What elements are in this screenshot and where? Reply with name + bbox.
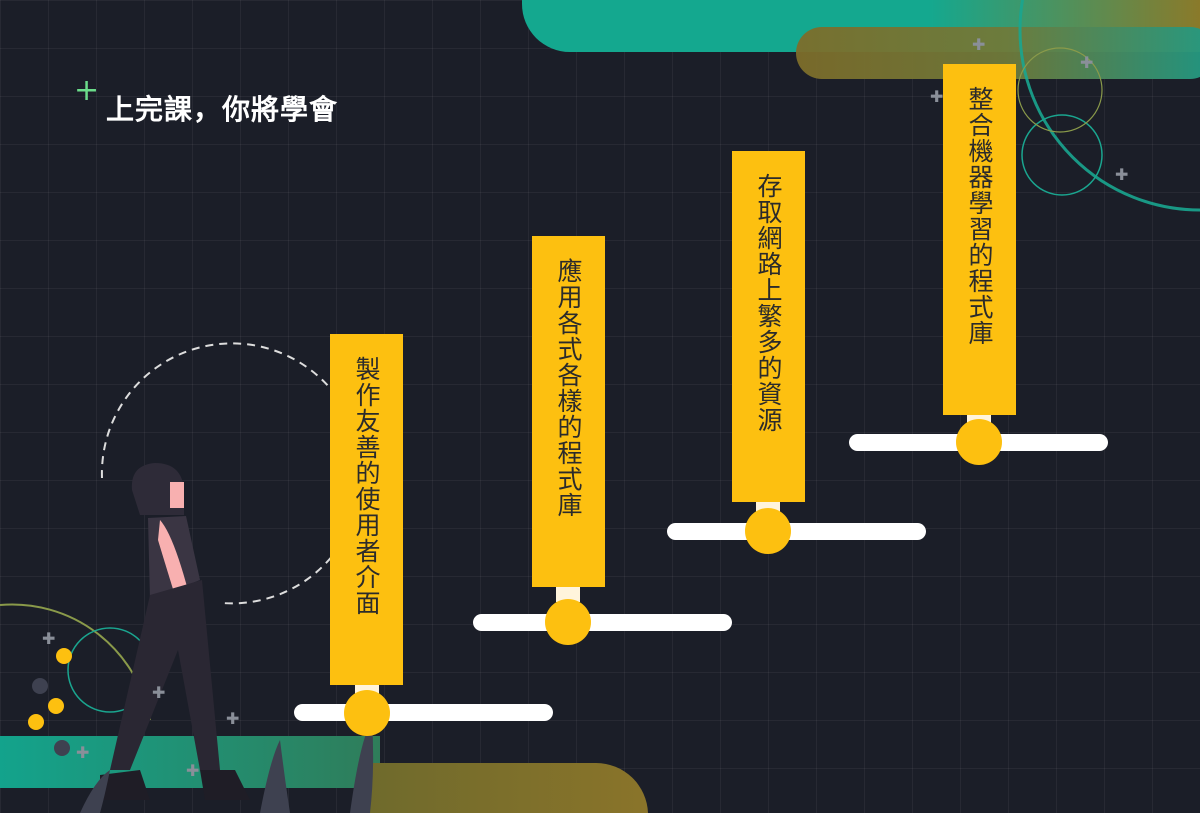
plant-leaves xyxy=(80,720,374,813)
svg-text:✚: ✚ xyxy=(186,761,199,780)
svg-text:✚: ✚ xyxy=(76,743,89,762)
step-4-banner: 整合機器學習的程式庫 xyxy=(943,64,1016,415)
dashed-arc xyxy=(100,342,363,605)
step-3-banner: 存取網路上繁多的資源 xyxy=(732,151,805,502)
svg-text:✚: ✚ xyxy=(930,87,943,106)
step-4-knob xyxy=(956,419,1002,465)
top-olive-shape xyxy=(796,27,1200,79)
svg-text:✚: ✚ xyxy=(1080,53,1093,72)
svg-text:✚: ✚ xyxy=(972,35,985,54)
step-3-label: 存取網路上繁多的資源 xyxy=(754,173,783,433)
step-2-banner: 應用各式各樣的程式庫 xyxy=(532,236,605,587)
step-4-label: 整合機器學習的程式庫 xyxy=(965,86,994,346)
woman-figure xyxy=(100,463,250,800)
plus-sparkles: ✚ ✚ ✚ ✚ ✚ ✚ ✚ ✚ ✚ xyxy=(42,35,1128,780)
step-1-banner: 製作友善的使用者介面 xyxy=(330,334,403,685)
svg-text:✚: ✚ xyxy=(1115,165,1128,184)
svg-text:✚: ✚ xyxy=(42,629,55,648)
svg-text:✚: ✚ xyxy=(226,709,239,728)
step-2-label: 應用各式各樣的程式庫 xyxy=(554,258,583,518)
bottom-olive-shape xyxy=(360,762,648,813)
step-3-knob xyxy=(745,508,791,554)
step-1-label: 製作友善的使用者介面 xyxy=(352,356,381,616)
step-2-knob xyxy=(545,599,591,645)
step-1-platform xyxy=(294,704,553,721)
page-title: 上完課，你將學會 xyxy=(106,93,339,126)
svg-text:✚: ✚ xyxy=(152,683,165,702)
step-2-platform xyxy=(473,614,732,631)
step-3-platform xyxy=(667,523,926,540)
plus-icon: + xyxy=(74,73,100,108)
step-1-knob xyxy=(344,690,390,736)
